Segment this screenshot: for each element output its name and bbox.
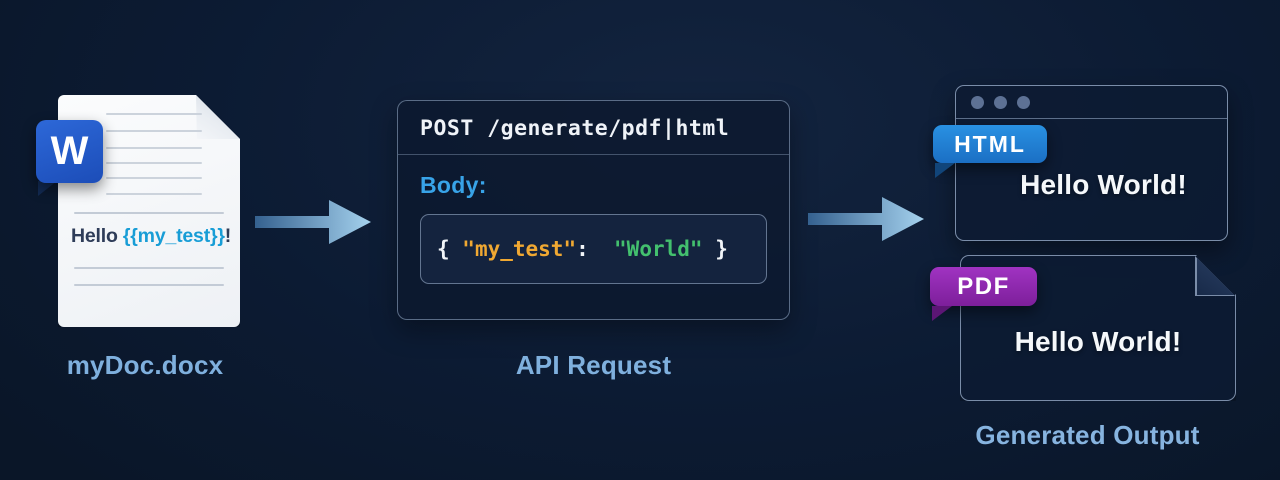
pdf-format-badge: PDF xyxy=(930,267,1037,321)
code-key: "my_test" xyxy=(462,237,577,261)
html-badge-fold xyxy=(935,163,955,178)
code-brace-close: } xyxy=(702,237,728,261)
api-request-panel: POST /generate/pdf|html Body: { "my_test… xyxy=(397,100,790,320)
code-brace-open: { xyxy=(437,237,463,261)
html-rendered-text: Hello World! xyxy=(1020,168,1187,200)
doc-text-line xyxy=(74,267,224,269)
code-separator: : xyxy=(576,237,615,261)
doc-text-line xyxy=(74,284,224,286)
template-prefix: Hello xyxy=(71,225,123,247)
window-control-dot-icon xyxy=(971,95,984,109)
word-badge-fold xyxy=(38,181,57,196)
doc-template-text: Hello {{my_test}}! xyxy=(71,225,239,248)
template-variable: {{my_test}} xyxy=(122,225,225,247)
code-value: "World" xyxy=(614,237,703,261)
word-app-letter: W xyxy=(50,129,89,173)
doc-text-line xyxy=(106,147,202,149)
html-format-badge: HTML xyxy=(933,125,1047,178)
json-body-code: { "my_test": "World" } xyxy=(420,214,767,284)
doc-text-line xyxy=(106,162,202,164)
api-body-label: Body: xyxy=(420,172,487,198)
pdf-badge-label: PDF xyxy=(957,272,1010,300)
doc-text-line xyxy=(106,193,202,195)
pdf-badge-fold xyxy=(932,306,952,321)
template-suffix: ! xyxy=(224,225,232,247)
doc-text-line xyxy=(74,212,224,214)
doc-text-line xyxy=(106,113,202,115)
word-app-icon: W xyxy=(36,120,103,183)
window-control-dot-icon xyxy=(994,95,1007,109)
html-badge-label: HTML xyxy=(954,130,1026,157)
window-control-dot-icon xyxy=(1017,95,1030,109)
html-output-window: Hello World! HTML xyxy=(933,85,1228,241)
api-request-label: API Request xyxy=(515,350,672,380)
api-request-body: Body: { "my_test": "World" } xyxy=(398,155,789,284)
page-fold-corner xyxy=(196,95,240,139)
source-file-label: myDoc.docx xyxy=(66,350,224,380)
generated-output-label: Generated Output xyxy=(975,420,1200,450)
doc-text-line xyxy=(106,130,202,132)
pdf-render-area: Hello World! xyxy=(961,256,1235,400)
flow-arrow-right-icon xyxy=(255,200,371,244)
doc-text-line xyxy=(106,177,202,179)
flow-arrow-right-icon xyxy=(808,197,924,241)
pdf-rendered-text: Hello World! xyxy=(1014,326,1182,357)
html-render-area: Hello World! xyxy=(956,119,1227,240)
window-titlebar xyxy=(956,86,1227,119)
pdf-output-document: Hello World! xyxy=(960,255,1236,401)
api-request-line: POST /generate/pdf|html xyxy=(398,101,789,155)
